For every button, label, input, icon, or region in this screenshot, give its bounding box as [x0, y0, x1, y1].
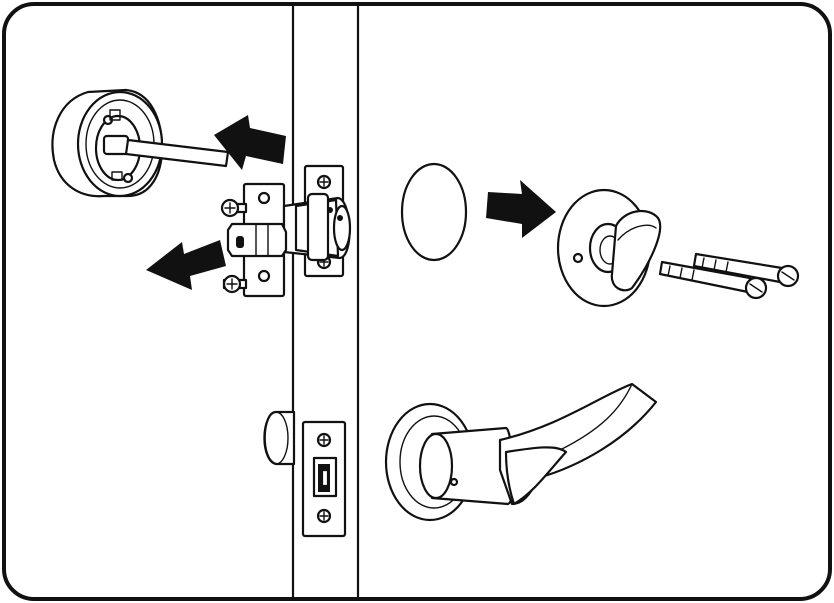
tailpiece [124, 138, 230, 168]
exterior-knob-stub [263, 410, 296, 466]
deadbolt-latch [226, 182, 352, 298]
arrow-right-thumbturn [486, 180, 556, 238]
arrow-left-latch [146, 240, 226, 290]
door-bore-hole [400, 162, 468, 262]
thumbturn [556, 188, 662, 308]
exterior-deadbolt-cylinder [51, 88, 164, 198]
arrow-left-tailpiece [214, 115, 286, 170]
passage-latch [301, 420, 347, 538]
door-edge [291, 4, 360, 599]
long-screws [658, 252, 800, 300]
lever-handle [384, 382, 658, 522]
latch-screws [220, 198, 248, 294]
